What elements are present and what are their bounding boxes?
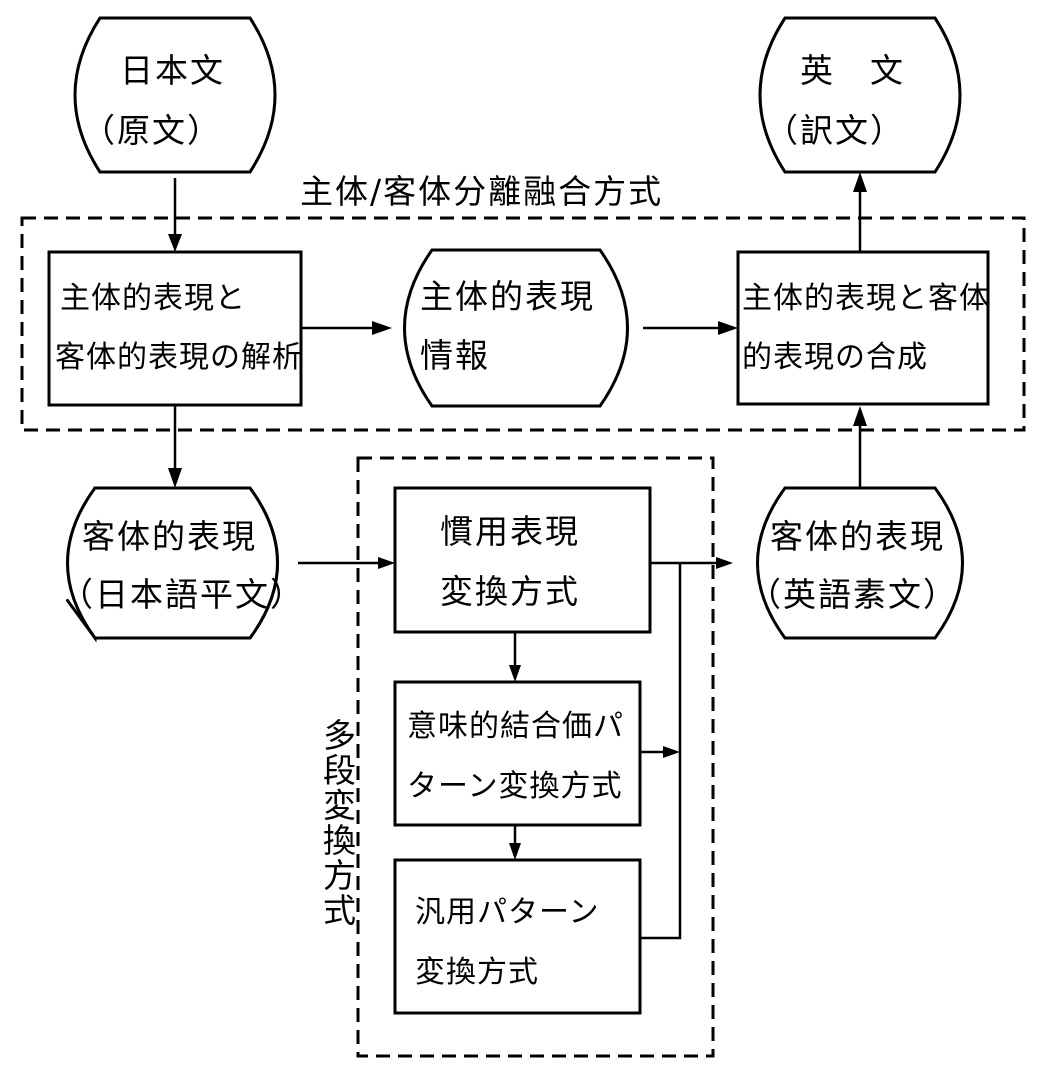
node-source-line2: （原文） [82,111,222,150]
node-source-line1: 日本文 [120,51,225,90]
node-target-shape [758,16,962,174]
node-synthesis-box [736,250,990,406]
node-objective-en-line2: （英語素文） [748,575,958,614]
arrowhead [372,321,392,335]
arrowhead [663,746,680,758]
node-semantic-line1: 意味的結合価パ [407,709,624,744]
node-objective-ja-shape-top [66,486,279,640]
node-semantic-line2: ターン変換方式 [407,769,623,804]
node-analysis-box [47,250,303,407]
edge-generic-to-merge [640,563,682,940]
node-semantic-box [393,680,642,827]
arrowhead [853,406,867,426]
arrowhead [378,557,395,569]
arrowhead [716,557,733,569]
node-idiom-line2: 変換方式 [440,572,580,611]
multi-stage-label: 多段変換方式 [318,718,357,928]
subject-object-group-frame [20,216,1026,432]
node-generic-line1: 汎用パターン [415,895,600,930]
node-objective-en-line1: 客体的表現 [770,517,945,556]
arrowhead [509,843,521,860]
node-analysis-line1: 主体的表現と [60,281,246,316]
arrowhead [168,468,182,488]
node-synthesis-line2: 的表現の合成 [742,340,928,375]
arrowhead [509,665,521,682]
node-idiom-box [393,486,652,634]
arrowhead [853,172,867,192]
node-objective-en-shape [756,486,964,640]
arrowhead [168,234,182,252]
multi-stage-group-frame [356,456,715,1058]
node-analysis-line2: 客体的表現の解析 [55,340,303,375]
node-subjective-info-line1: 主体的表現 [420,277,595,316]
node-target-line1: 英 文 [800,51,905,90]
connectors [173,178,862,940]
diagram-title: 主体/客体分離融合方式 [300,172,663,211]
node-subjective-info-shape [403,248,629,408]
node-objective-ja-line1: 客体的表現 [82,517,257,556]
node-synthesis-line1: 主体的表現と客体 [742,281,990,316]
node-source-shape [73,16,277,174]
node-objective-ja-line2: （日本語平文） [60,575,305,614]
arrowhead [718,321,738,335]
node-generic-line2: 変換方式 [415,955,539,990]
node-idiom-line1: 慣用表現 [440,512,580,551]
node-subjective-info-line2: 情報 [420,336,490,375]
node-target-line2: （訳文） [765,111,905,150]
arrowheads [168,172,867,860]
node-generic-box [393,858,642,1015]
